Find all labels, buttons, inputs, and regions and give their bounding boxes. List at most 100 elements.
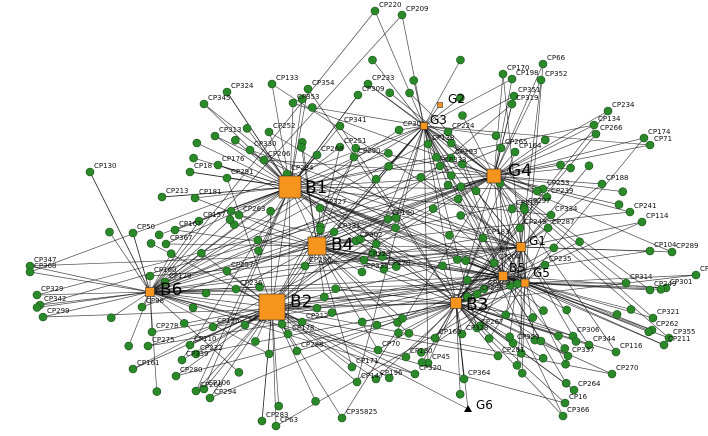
cp-node[interactable] (292, 346, 302, 356)
cp-node[interactable] (251, 337, 260, 346)
cp-node[interactable] (423, 139, 433, 149)
cp-node[interactable] (471, 186, 481, 196)
cp-node[interactable] (363, 79, 373, 89)
cp-node[interactable] (320, 292, 329, 302)
cp-node[interactable] (493, 351, 503, 361)
hub-node-g5[interactable] (520, 278, 530, 288)
cp-node[interactable] (359, 255, 369, 265)
cp-node[interactable] (384, 148, 393, 158)
cp-node[interactable] (597, 179, 607, 189)
cp-node[interactable] (160, 277, 170, 287)
cp-node[interactable] (297, 317, 307, 327)
cp-node[interactable] (491, 131, 501, 140)
cp-node[interactable] (456, 93, 465, 103)
cp-node[interactable] (368, 55, 377, 65)
cp-node[interactable] (190, 193, 200, 203)
cp-node[interactable] (603, 106, 613, 116)
cp-node[interactable] (124, 341, 134, 351)
cp-node[interactable] (404, 329, 414, 338)
cp-node[interactable] (316, 225, 325, 235)
cp-node[interactable] (556, 160, 565, 170)
cp-node[interactable] (351, 143, 361, 153)
cp-node[interactable] (347, 362, 357, 372)
hub-node-g6[interactable] (464, 405, 472, 412)
cp-node[interactable] (32, 303, 42, 312)
cp-node[interactable] (478, 233, 488, 243)
cp-node[interactable] (157, 192, 167, 202)
cp-node[interactable] (496, 143, 506, 153)
cp-node[interactable] (38, 312, 48, 322)
cp-node[interactable] (353, 90, 363, 100)
cp-node[interactable] (428, 204, 438, 213)
cp-node[interactable] (337, 413, 347, 423)
cp-node[interactable] (614, 200, 624, 209)
cp-node[interactable] (356, 234, 365, 244)
cp-node[interactable] (558, 411, 568, 421)
cp-node[interactable] (659, 340, 669, 350)
cp-node[interactable] (417, 358, 427, 367)
cp-node[interactable] (507, 204, 517, 214)
cp-node[interactable] (398, 314, 407, 323)
cp-node[interactable] (452, 255, 462, 264)
cp-node[interactable] (199, 384, 209, 394)
hub-node-b4[interactable] (307, 236, 327, 256)
cp-node[interactable] (691, 270, 701, 280)
cp-node[interactable] (194, 216, 204, 226)
cp-node[interactable] (656, 285, 666, 294)
cp-node[interactable] (226, 206, 236, 216)
cp-node[interactable] (177, 355, 187, 365)
cp-node[interactable] (357, 267, 367, 277)
cp-node[interactable] (533, 186, 542, 196)
cp-node[interactable] (461, 256, 471, 265)
cp-node[interactable] (459, 374, 469, 384)
cp-node[interactable] (199, 99, 209, 109)
cp-node[interactable] (584, 161, 594, 171)
cp-node[interactable] (405, 88, 414, 98)
cp-node[interactable] (455, 389, 465, 399)
cp-node[interactable] (645, 140, 655, 150)
cp-node[interactable] (456, 211, 466, 220)
cp-node[interactable] (257, 416, 267, 426)
cp-node[interactable] (368, 248, 378, 258)
hub-node-g1[interactable] (516, 242, 526, 252)
cp-node[interactable] (222, 87, 232, 97)
cp-node[interactable] (626, 305, 636, 314)
cp-node[interactable] (510, 147, 520, 157)
cp-node[interactable] (385, 88, 395, 98)
cp-node[interactable] (639, 133, 649, 143)
cp-node[interactable] (397, 10, 407, 20)
cp-node[interactable] (240, 320, 250, 330)
cp-node[interactable] (152, 387, 162, 396)
cp-node[interactable] (208, 322, 218, 332)
cp-node[interactable] (231, 135, 240, 145)
cp-node[interactable] (331, 284, 340, 294)
cp-node[interactable] (432, 152, 441, 162)
cp-node[interactable] (446, 171, 456, 180)
cp-node[interactable] (32, 290, 42, 300)
cp-node[interactable] (264, 127, 274, 137)
cp-node[interactable] (335, 121, 345, 131)
cp-node[interactable] (370, 6, 380, 16)
cp-node[interactable] (543, 223, 553, 233)
cp-node[interactable] (517, 349, 526, 358)
cp-node[interactable] (561, 378, 571, 388)
cp-node[interactable] (297, 94, 307, 104)
cp-node[interactable] (549, 243, 559, 253)
cp-node[interactable] (618, 187, 628, 196)
cp-node[interactable] (443, 180, 453, 190)
cp-node[interactable] (416, 348, 426, 357)
cp-node[interactable] (575, 237, 584, 247)
cp-node[interactable] (621, 278, 631, 288)
cp-node[interactable] (372, 320, 382, 330)
cp-node[interactable] (283, 329, 293, 339)
cp-node[interactable] (667, 247, 677, 257)
cp-node[interactable] (645, 285, 655, 295)
cp-node[interactable] (584, 340, 594, 350)
cp-node[interactable] (371, 239, 381, 249)
cp-node[interactable] (171, 371, 181, 381)
cp-node[interactable] (612, 310, 622, 319)
cp-node[interactable] (463, 275, 472, 285)
cp-node[interactable] (637, 217, 647, 227)
cp-node[interactable] (335, 142, 345, 152)
cp-node[interactable] (197, 248, 206, 258)
